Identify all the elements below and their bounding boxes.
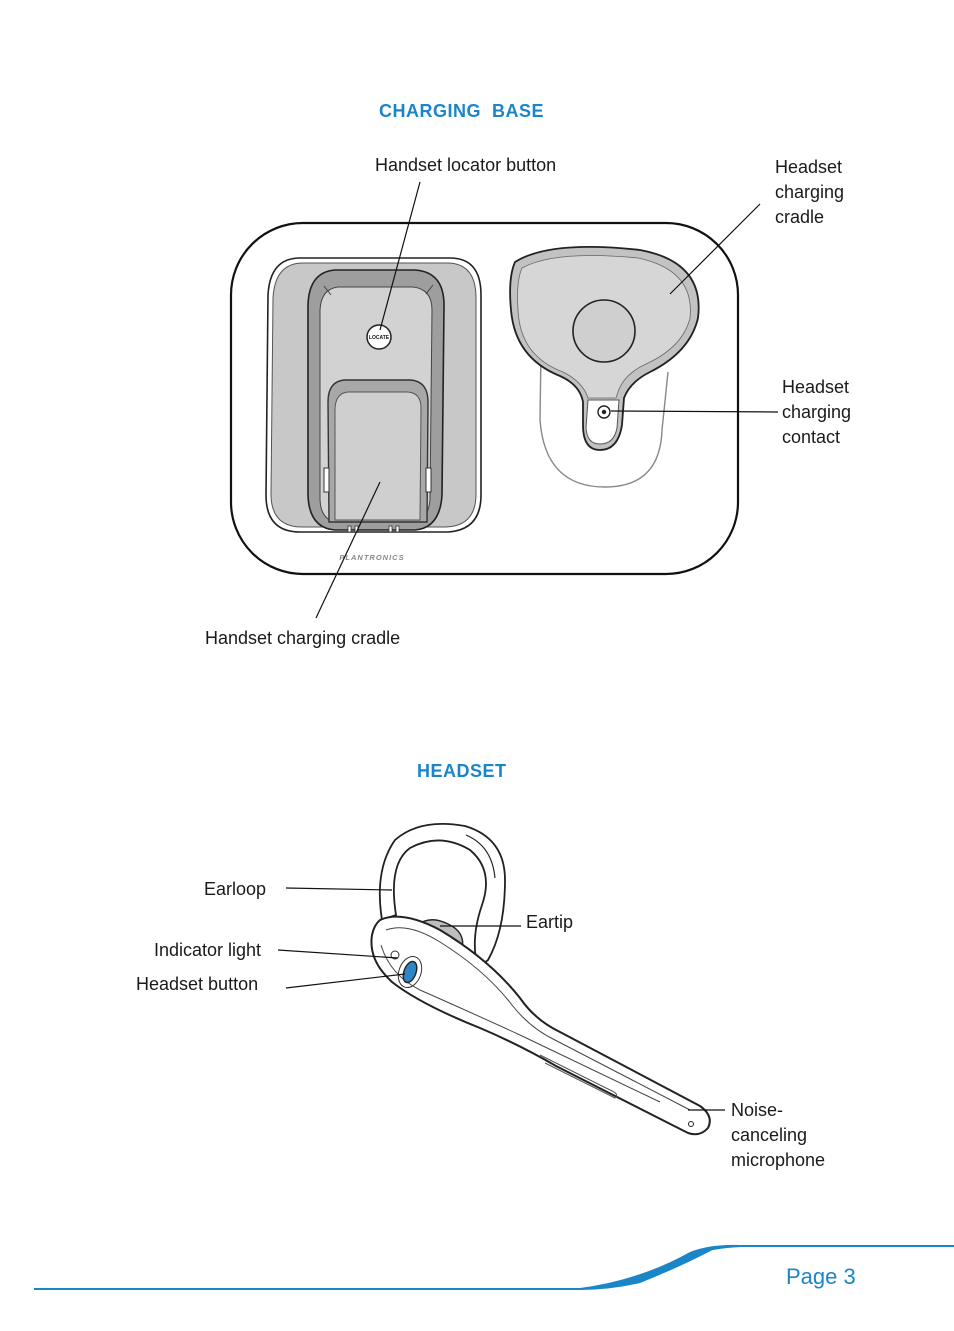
label-mic-1: Noise-: [731, 1100, 784, 1120]
label-contact-1: Headset: [782, 377, 850, 397]
label-headset-cradle-3: cradle: [775, 207, 825, 227]
locate-button: [366, 324, 392, 350]
brand-logo: PLANTRONICS: [339, 553, 404, 562]
charging-base-title: CHARGING BASE: [379, 101, 545, 121]
headset-title: HEADSET: [417, 761, 507, 781]
label-handset-cradle: Handset charging cradle: [205, 628, 401, 648]
label-headset-cradle-2: charging: [775, 182, 845, 202]
earloop: [378, 823, 506, 970]
label-locator-button: Handset locator button: [375, 155, 557, 175]
headset-body: [370, 915, 711, 1136]
label-mic-2: canceling: [731, 1125, 808, 1145]
microphone-port: [688, 1121, 694, 1127]
label-earloop: Earloop: [204, 879, 267, 899]
label-contact-2: charging: [782, 402, 852, 422]
page-number: Page 3: [786, 1264, 856, 1289]
indicator-light: [390, 950, 400, 960]
label-headset-button: Headset button: [136, 974, 259, 994]
label-contact-3: contact: [782, 427, 841, 447]
locate-button-text: LOCATE: [369, 335, 390, 341]
label-indicator-light: Indicator light: [154, 940, 262, 960]
label-mic-3: microphone: [731, 1150, 826, 1170]
headset-button: [402, 960, 418, 984]
headset-cradle-center: [572, 299, 636, 363]
label-eartip: Eartip: [526, 912, 574, 932]
label-headset-cradle-1: Headset: [775, 157, 843, 177]
